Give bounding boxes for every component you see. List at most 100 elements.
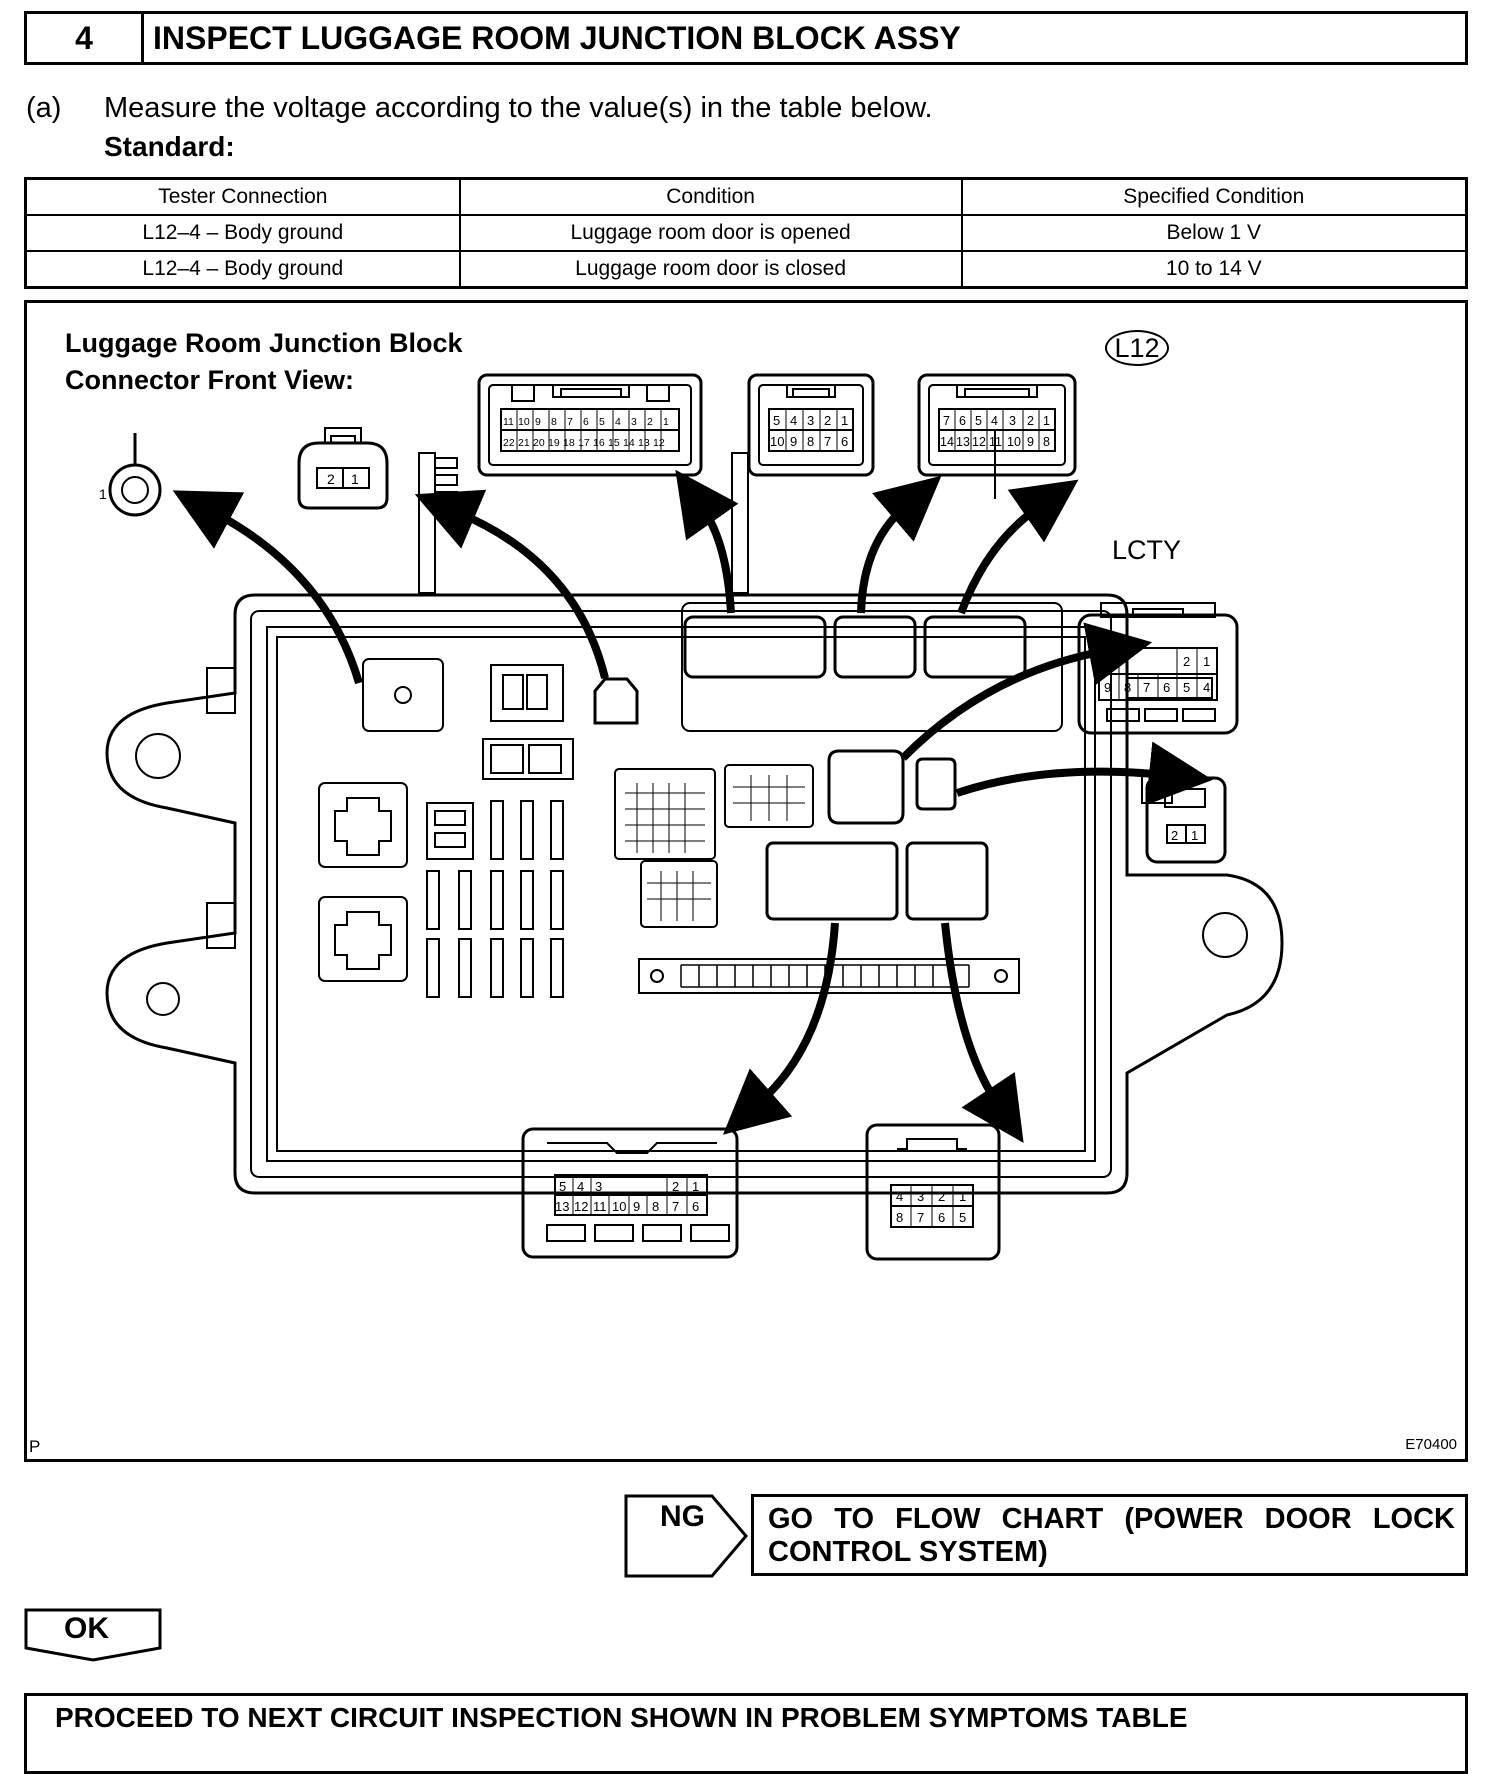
- diagram-title-line2: Connector Front View:: [65, 365, 355, 395]
- svg-text:15: 15: [608, 437, 620, 449]
- table-header-cell: Tester Connection: [23, 177, 461, 216]
- svg-text:1: 1: [692, 1179, 699, 1194]
- svg-text:21: 21: [518, 437, 530, 449]
- svg-text:3: 3: [917, 1189, 924, 1204]
- svg-text:1: 1: [1203, 654, 1210, 669]
- svg-text:5: 5: [959, 1210, 966, 1225]
- svg-text:6: 6: [1163, 680, 1170, 695]
- svg-text:4: 4: [991, 414, 998, 428]
- svg-text:10: 10: [1007, 435, 1021, 449]
- instruction-text: Measure the voltage according to the val…: [104, 92, 933, 124]
- svg-text:7: 7: [824, 434, 831, 449]
- svg-text:2: 2: [938, 1189, 945, 1204]
- svg-text:6: 6: [841, 434, 848, 449]
- svg-text:2: 2: [1183, 654, 1190, 669]
- svg-text:2: 2: [1027, 414, 1034, 428]
- svg-text:4: 4: [577, 1179, 584, 1194]
- diagram-title-line1: Luggage Room Junction Block: [65, 328, 463, 358]
- svg-text:8: 8: [807, 434, 814, 449]
- svg-text:17: 17: [578, 437, 590, 449]
- svg-text:10: 10: [518, 416, 530, 428]
- svg-text:13: 13: [555, 1199, 569, 1214]
- svg-text:3: 3: [631, 416, 637, 428]
- svg-text:1: 1: [841, 413, 848, 428]
- figure-code: E70400: [1405, 1436, 1457, 1453]
- svg-text:9: 9: [1104, 680, 1111, 695]
- svg-text:20: 20: [533, 437, 545, 449]
- svg-text:16: 16: [593, 437, 605, 449]
- svg-text:4: 4: [896, 1189, 903, 1204]
- svg-text:9: 9: [790, 434, 797, 449]
- svg-text:9: 9: [633, 1199, 640, 1214]
- svg-text:2: 2: [327, 471, 335, 487]
- svg-text:13: 13: [956, 435, 970, 449]
- connector-tag: L12: [1105, 330, 1169, 366]
- table-header-row: Tester Connection Condition Specified Co…: [23, 177, 1468, 216]
- ok-label: OK: [64, 1612, 109, 1645]
- step-header: 4 INSPECT LUGGAGE ROOM JUNCTION BLOCK AS…: [24, 11, 1468, 65]
- svg-text:14: 14: [940, 435, 954, 449]
- table-cell: L12–4 – Body ground: [23, 250, 461, 289]
- ring-terminal-number: 1: [99, 486, 107, 502]
- svg-text:12: 12: [574, 1199, 588, 1214]
- svg-text:11: 11: [593, 1199, 607, 1214]
- svg-text:7: 7: [672, 1199, 679, 1214]
- svg-text:1: 1: [663, 416, 669, 428]
- step-title: INSPECT LUGGAGE ROOM JUNCTION BLOCK ASSY: [153, 19, 961, 56]
- svg-text:10: 10: [770, 434, 784, 449]
- svg-text:7: 7: [1143, 680, 1150, 695]
- table-cell: Luggage room door is closed: [458, 250, 963, 289]
- table-cell: L12–4 – Body ground: [23, 214, 461, 252]
- table-cell: Luggage room door is opened: [458, 214, 963, 252]
- svg-text:9: 9: [1027, 435, 1034, 449]
- svg-text:2: 2: [672, 1179, 679, 1194]
- svg-text:4: 4: [790, 413, 797, 428]
- svg-text:6: 6: [692, 1199, 699, 1214]
- svg-text:3: 3: [595, 1179, 602, 1194]
- svg-text:19: 19: [548, 437, 560, 449]
- table-header-cell: Specified Condition: [960, 177, 1468, 216]
- svg-text:12: 12: [653, 437, 665, 449]
- terminal-label: LCTY: [1112, 535, 1182, 565]
- svg-text:6: 6: [959, 414, 966, 428]
- ng-action-line2: CONTROL SYSTEM): [768, 1536, 1048, 1568]
- svg-text:7: 7: [917, 1210, 924, 1225]
- svg-text:2: 2: [824, 413, 831, 428]
- junction-block-housing: [105, 452, 1284, 1195]
- svg-text:7: 7: [943, 414, 950, 428]
- svg-text:5: 5: [773, 413, 780, 428]
- svg-text:3: 3: [1009, 414, 1016, 428]
- svg-text:8: 8: [1043, 435, 1050, 449]
- diagram-title: Luggage Room Junction Block Connector Fr…: [65, 325, 463, 399]
- svg-text:5: 5: [559, 1179, 566, 1194]
- table-cell: Below 1 V: [960, 214, 1468, 252]
- table-cell: 10 to 14 V: [960, 250, 1468, 289]
- junction-block-parts: [318, 615, 1027, 998]
- svg-text:7: 7: [567, 416, 573, 428]
- standard-table: Tester Connection Condition Specified Co…: [23, 177, 1468, 289]
- svg-text:6: 6: [583, 416, 589, 428]
- instruction-marker: (a): [26, 92, 62, 124]
- svg-text:9: 9: [535, 416, 541, 428]
- svg-text:4: 4: [1203, 680, 1210, 695]
- svg-text:1: 1: [1191, 828, 1198, 843]
- svg-text:8: 8: [896, 1210, 903, 1225]
- svg-text:3: 3: [807, 413, 814, 428]
- svg-text:5: 5: [1183, 680, 1190, 695]
- final-action-text: PROCEED TO NEXT CIRCUIT INSPECTION SHOWN…: [55, 1702, 1188, 1733]
- table-header-cell: Condition: [458, 177, 963, 216]
- connector-arrows: [172, 469, 1213, 1143]
- svg-text:1: 1: [351, 471, 359, 487]
- svg-text:5: 5: [599, 416, 605, 428]
- svg-text:22: 22: [503, 437, 515, 449]
- svg-text:4: 4: [615, 416, 621, 428]
- ng-arrow-box: [624, 1494, 748, 1578]
